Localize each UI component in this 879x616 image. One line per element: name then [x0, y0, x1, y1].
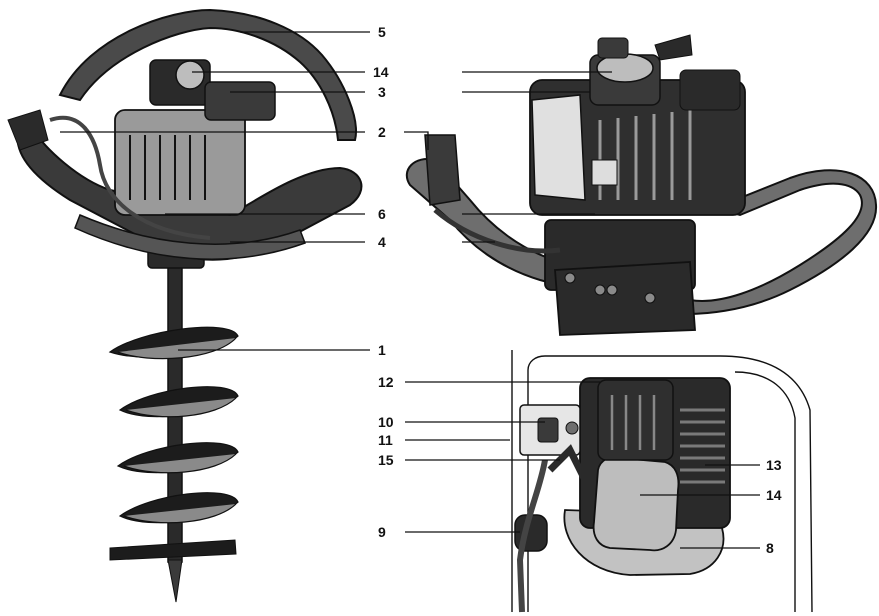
callout-1: 1 [378, 342, 386, 358]
cylinder-fins-left [129, 135, 206, 200]
callout-3: 3 [378, 84, 386, 100]
lower-handle-frame [16, 124, 363, 261]
callout-2: 2 [378, 124, 386, 140]
callout-10: 10 [378, 414, 394, 430]
callout-9: 9 [378, 524, 386, 540]
callout-5: 5 [378, 24, 386, 40]
callout-15: 15 [378, 452, 394, 468]
callout-14-bottom: 14 [766, 487, 782, 503]
throttle-cable-right [433, 208, 561, 254]
engine-side-panel [531, 94, 586, 201]
gearbox-bolts [564, 272, 656, 304]
auger-assembly-illustration [7, 8, 363, 603]
callout-14-top: 14 [373, 64, 389, 80]
cylinder-fins-right [598, 110, 692, 200]
fuel-line [516, 459, 548, 613]
callout-13: 13 [766, 457, 782, 473]
upper-handle-loop [58, 8, 357, 141]
callout-8: 8 [766, 540, 774, 556]
auger-pilot-tip [167, 559, 183, 603]
engine-label-plate [591, 159, 618, 186]
fuel-cap-left [175, 60, 205, 90]
front-grip-bar [74, 214, 306, 260]
callout-4: 4 [378, 234, 386, 250]
callout-6: 6 [378, 206, 386, 222]
choke-lever [654, 34, 693, 61]
throttle-lever-right [424, 134, 461, 206]
callout-12: 12 [378, 374, 394, 390]
recoil-starter-cover [592, 456, 680, 552]
fuel-tube-15 [547, 444, 589, 482]
callout-leaders [60, 31, 760, 549]
starter-top [597, 37, 629, 59]
cylinder-fins-detail [680, 408, 725, 484]
auger-flights [108, 326, 239, 524]
cover-vents [610, 395, 656, 450]
auger-cutting-blade [109, 539, 237, 561]
callout-labels: 5 14 3 2 6 4 1 12 10 11 15 13 14 9 8 [373, 24, 782, 556]
engine-body-left [114, 109, 246, 216]
primer-bulb [537, 417, 559, 443]
cylinder-cover-detail [597, 379, 674, 461]
air-filter-right [679, 69, 741, 111]
detail-frame-outline [511, 350, 813, 613]
gearbox-base-plate [554, 261, 696, 336]
air-filter-left [204, 81, 276, 121]
left-handle-grip [7, 109, 49, 151]
callout-11: 11 [378, 432, 393, 448]
throttle-cable-left [49, 115, 211, 240]
engine-detail-illustration [511, 350, 813, 613]
engine-gearbox-illustration [405, 34, 878, 336]
choke-knob [565, 421, 579, 435]
